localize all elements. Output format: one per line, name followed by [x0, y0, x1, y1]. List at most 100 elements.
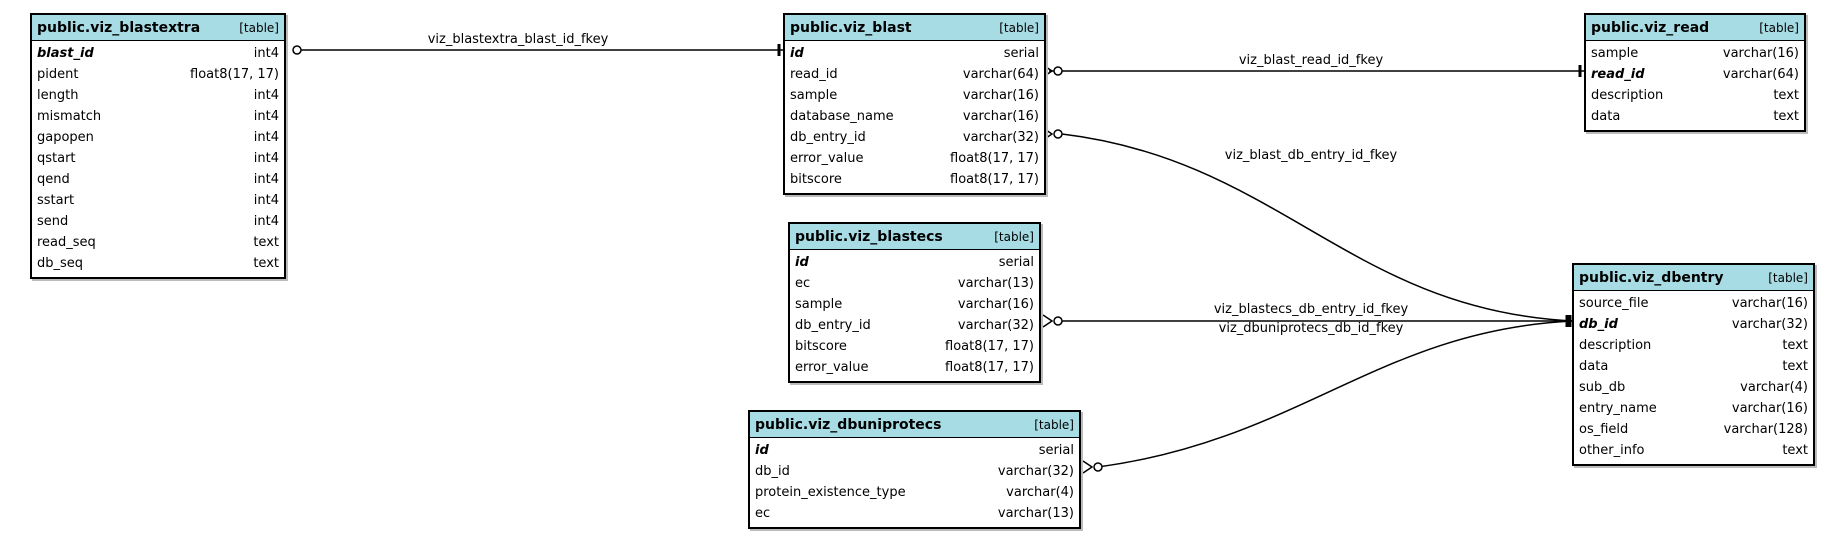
column-name: source_file [1579, 296, 1649, 311]
column-name: mismatch [37, 109, 102, 124]
column-name: bitscore [795, 339, 847, 354]
column-name: database_name [790, 109, 894, 124]
column-row[interactable]: mismatch int4 [37, 106, 279, 127]
column-type: varchar(13) [957, 276, 1034, 291]
column-name: description [1591, 88, 1664, 103]
column-row[interactable]: other_info text [1579, 440, 1808, 461]
column-name: protein_existence_type [755, 485, 906, 500]
table-kind: [table] [1759, 20, 1799, 35]
column-row[interactable]: qend int4 [37, 169, 279, 190]
column-name: pident [37, 67, 79, 82]
column-name: db_id [1579, 317, 1618, 332]
column-type: varchar(32) [1731, 317, 1808, 332]
column-name: description [1579, 338, 1652, 353]
column-type: varchar(128) [1723, 422, 1808, 437]
column-type: text [1782, 359, 1808, 374]
column-type: int4 [253, 172, 279, 187]
column-name: length [37, 88, 79, 103]
column-row[interactable]: description text [1591, 85, 1799, 106]
column-type: text [1782, 338, 1808, 353]
column-type: varchar(32) [962, 130, 1039, 145]
column-type: text [1773, 88, 1799, 103]
edge-crow-foot [1042, 64, 1054, 78]
column-type: varchar(64) [1722, 67, 1799, 82]
column-type: varchar(32) [957, 318, 1034, 333]
column-name: sample [1591, 46, 1639, 61]
table-name: public.viz_blast [790, 19, 912, 36]
column-name: gapopen [37, 130, 94, 145]
column-type: float8(17, 17) [950, 172, 1039, 187]
column-name: other_info [1579, 443, 1645, 458]
table-name: public.viz_read [1591, 19, 1710, 36]
edge-dbuniprotecs-dbentry[interactable] [1097, 320, 1574, 468]
column-row[interactable]: description text [1579, 335, 1808, 356]
edge-end-circle [1053, 66, 1063, 76]
column-type: varchar(13) [997, 506, 1074, 521]
edge-blast-dbentry[interactable] [1061, 133, 1574, 322]
column-type: text [1782, 443, 1808, 458]
column-type: int4 [253, 214, 279, 229]
column-type: text [1773, 109, 1799, 124]
column-name: id [755, 443, 769, 458]
column-name: qend [37, 172, 70, 187]
column-type: int4 [253, 193, 279, 208]
column-name: db_seq [37, 256, 84, 271]
table-header: public.viz_read [table] [1586, 15, 1804, 41]
column-type: int4 [253, 46, 279, 61]
table-name: public.viz_blastextra [37, 19, 201, 36]
primary-key-column-row[interactable]: db_id varchar(32) [1579, 314, 1808, 335]
column-type: int4 [253, 109, 279, 124]
edge-end-circle [292, 45, 302, 55]
table-name: public.viz_dbuniprotecs [755, 416, 942, 433]
column-type: float8(17, 17) [945, 360, 1034, 375]
table-header: public.viz_blast[table] [785, 15, 1044, 41]
table-kind: [table] [1768, 270, 1808, 285]
column-type: varchar(4) [1740, 380, 1808, 395]
column-name: sample [790, 88, 838, 103]
column-name: db_id [755, 464, 790, 479]
